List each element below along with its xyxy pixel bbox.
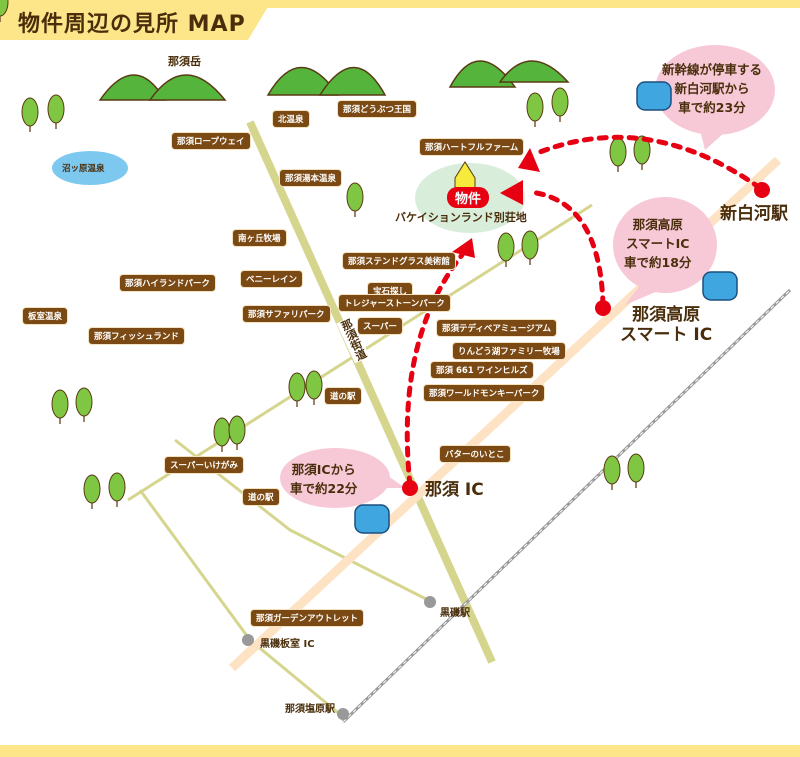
spot-label: 那須ワールドモンキーパーク — [424, 385, 545, 401]
station-label: 那須塩原駅 — [285, 704, 335, 715]
nasu-ic-label: 那須 IC — [425, 480, 484, 500]
spot-label: 那須湯本温泉 — [280, 170, 342, 186]
route-arrows — [402, 148, 770, 496]
spot-label: ベニーレイン — [241, 271, 303, 287]
top-strip — [0, 0, 800, 8]
spot-label: 那須サファリパーク — [243, 306, 330, 322]
spot-label: 沼ッ原温泉 — [62, 164, 105, 174]
nasu-ic-bubble: 那須ICから 車で約22分 — [290, 462, 358, 496]
station-dots — [242, 596, 436, 720]
spot-label: スーパーいけがみ — [165, 457, 243, 473]
spot-label: 那須フィッシュランド — [89, 328, 184, 344]
spot-label: 道の駅 — [325, 388, 361, 404]
spot-label: 那須ハートフルファーム — [420, 139, 524, 155]
spot-label: バターのいとこ — [440, 446, 510, 462]
property-name: バケイションランド別荘地 — [395, 211, 527, 224]
spot-label: 那須ガーデンアウトレット — [251, 610, 364, 626]
spot-label: 那須ステンドグラス美術館 — [343, 253, 455, 269]
spot-label: トレジャーストーンパーク — [339, 295, 450, 311]
page-title: 物件周辺の見所 MAP — [18, 12, 246, 37]
spot-label: 那須テディベアミュージアム — [437, 320, 556, 336]
spot-label: りんどう湖ファミリー牧場 — [453, 343, 565, 359]
smart-ic-bubble: 那須高原 スマートIC 車で約18分 — [624, 217, 692, 270]
spot-label: 那須どうぶつ王国 — [338, 101, 417, 117]
mountains — [98, 60, 570, 101]
spot-label: 南ヶ丘牧場 — [233, 230, 286, 246]
spot-label: 那須ロープウェイ — [172, 133, 250, 149]
spot-label: 那須ハイランドパーク — [120, 275, 215, 291]
spot-label: 那須 661 ワインヒルズ — [431, 362, 533, 378]
road — [138, 489, 343, 718]
nasu-kaido-road — [246, 120, 496, 664]
station-label: 黒磯駅 — [440, 608, 470, 619]
trees — [0, 0, 651, 510]
station-label: 黒磯板室 IC — [260, 639, 315, 650]
shirakawa-label: 新白河駅 — [720, 204, 788, 224]
mountain-label: 那須岳 — [168, 55, 201, 68]
bottom-strip — [0, 745, 800, 757]
smart-ic-label: 那須高原 スマート IC — [620, 305, 713, 345]
spot-label: 北温泉 — [273, 111, 309, 127]
spot-label: スーパー — [358, 318, 402, 334]
spot-label: 道の駅 — [243, 489, 279, 505]
property-badge: 物件 — [447, 187, 490, 208]
numappara-pond — [52, 151, 128, 185]
routes — [404, 134, 763, 488]
title-banner — [0, 0, 272, 40]
bubbles — [280, 45, 775, 508]
shirakawa-bubble: 新幹線が停車する 新白河駅から 車で約23分 — [662, 62, 763, 115]
spot-label: 板室温泉 — [23, 308, 68, 324]
car-icons — [354, 81, 738, 534]
